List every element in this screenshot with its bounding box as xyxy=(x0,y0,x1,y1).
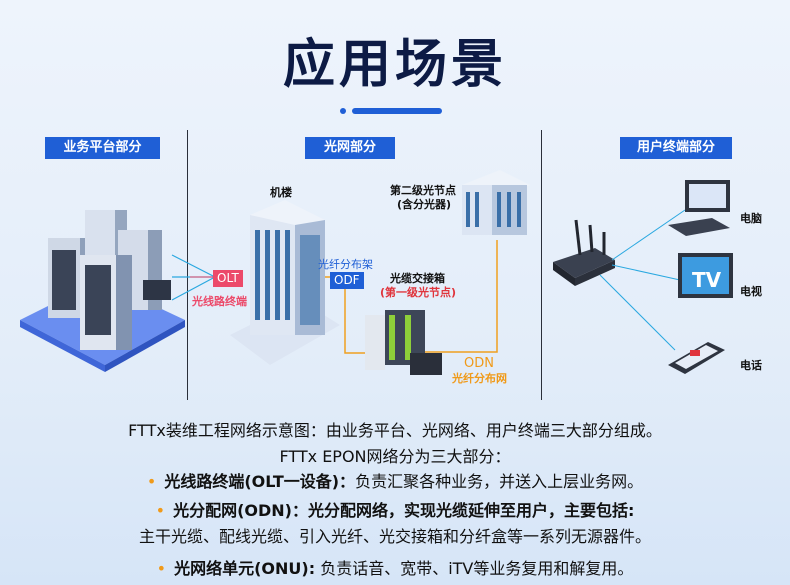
description-line1: FTTx装维工程网络示意图：由业务平台、光网络、用户终端三大部分组成。 xyxy=(128,421,662,440)
description-item2: • 光分配网(ODN)：光分配网络，实现光缆延伸至用户，主要包括: xyxy=(0,497,790,521)
second-node-label: 第二级光节点 xyxy=(390,184,456,197)
olt-label: 光线路终端 xyxy=(192,295,247,308)
description-line2: FTTx EPON网络分为三大部分： xyxy=(279,447,511,466)
item3-text: 负责话音、宽带、iTV等业务复用和解复用。 xyxy=(320,559,634,578)
section-user: 用户终端部分 xyxy=(620,137,732,159)
device-label-phone: 电话 xyxy=(740,359,762,372)
odn-tag: ODN xyxy=(464,356,494,371)
section-platform: 业务平台部分 xyxy=(45,137,160,159)
tv-icon xyxy=(678,253,733,298)
cabinet-sublabel: (第一级光节点) xyxy=(380,286,457,299)
divider-right xyxy=(541,130,542,400)
tv-screen-text: TV xyxy=(692,268,722,292)
device-label-computer: 电脑 xyxy=(740,212,762,225)
computer-icon xyxy=(668,180,730,236)
item1-text: 负责汇聚各种业务，并送入上层业务网。 xyxy=(355,472,644,491)
onu-router-icon xyxy=(553,219,615,286)
second-node-sublabel: (含分光器) xyxy=(397,198,452,211)
bullet-icon: • xyxy=(155,501,166,520)
phone-icon xyxy=(668,342,725,374)
second-node-building-icon xyxy=(462,170,530,235)
odn-label: 光纤分布网 xyxy=(452,372,507,385)
description-item2-text: 主干光缆、配线光缆、引入光纤、光交接箱和分纤盒等一系列无源器件。 xyxy=(138,527,651,546)
item1-title: 光线路终端(OLT一设备)： xyxy=(164,472,356,491)
item3-title: 光网络单元(ONU): xyxy=(174,559,316,578)
device-label-tv: 电视 xyxy=(740,285,762,298)
item2-title: 光分配网(ODN)：光分配网络，实现光缆延伸至用户，主要包括: xyxy=(173,501,635,520)
title-underline xyxy=(352,108,442,114)
divider-left xyxy=(187,130,188,400)
cross-connect-cabinet-icon xyxy=(365,310,442,375)
olt-tag: OLT xyxy=(213,270,243,287)
bullet-icon: • xyxy=(156,559,167,578)
central-office-building-icon xyxy=(230,200,340,365)
building-label: 机楼 xyxy=(270,186,292,199)
page-title: 应用场景 xyxy=(282,35,507,95)
bullet-icon: • xyxy=(146,472,157,491)
title-underline-dot xyxy=(340,108,346,114)
description-item1: • 光线路终端(OLT一设备)：负责汇聚各种业务，并送入上层业务网。 xyxy=(0,468,790,492)
section-optical: 光网部分 xyxy=(305,137,395,159)
server-cluster-icon xyxy=(20,210,185,372)
odf-tag: ODF xyxy=(330,272,364,289)
network-diagram xyxy=(20,170,733,375)
description-item3: • 光网络单元(ONU): 负责话音、宽带、iTV等业务复用和解复用。 xyxy=(0,555,790,579)
odf-label: 光纤分布架 xyxy=(318,258,373,271)
cabinet-label: 光缆交接箱 xyxy=(390,272,445,285)
